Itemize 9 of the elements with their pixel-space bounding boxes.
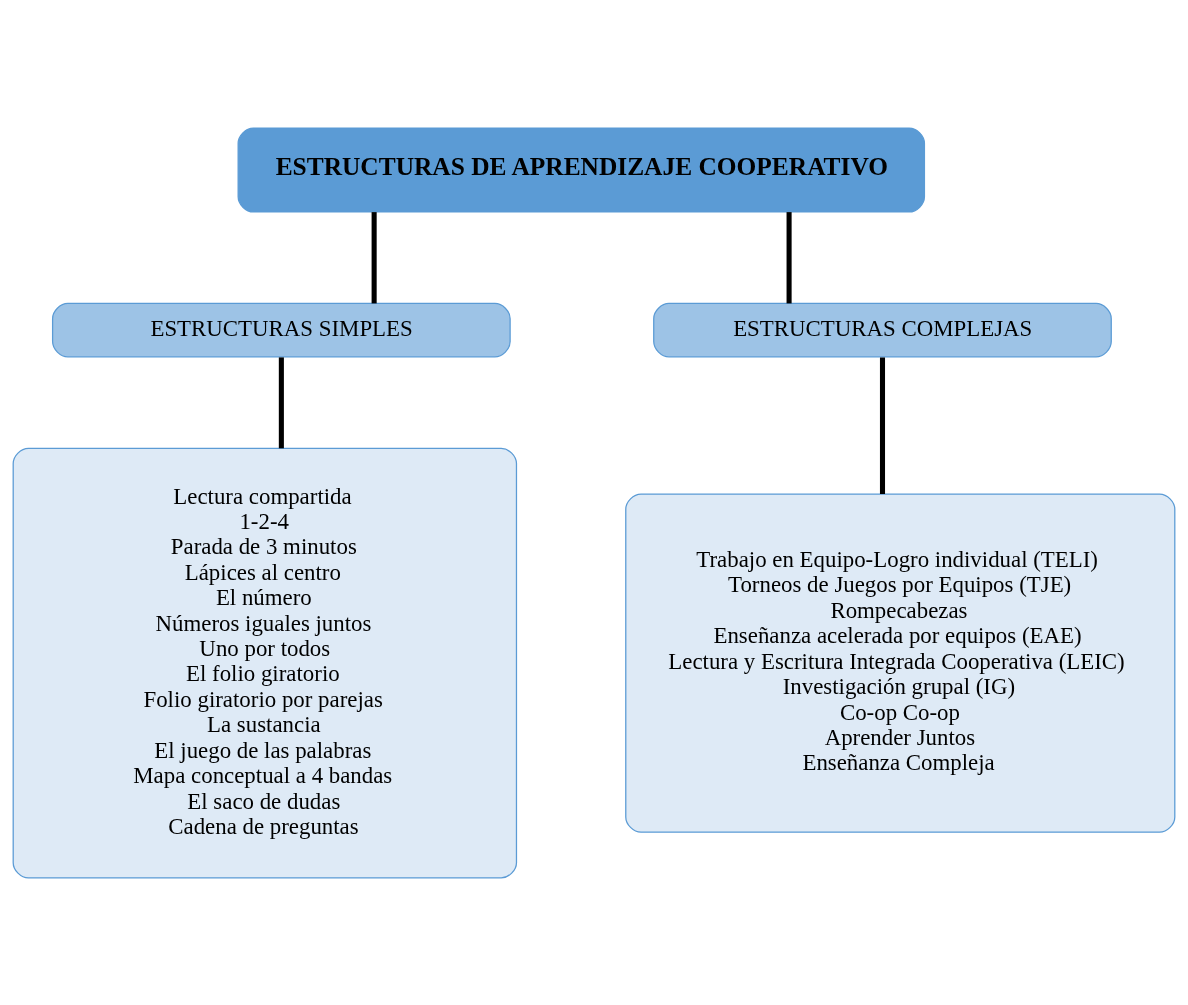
connector [879,356,886,494]
connector [278,356,284,448]
node-box: ESTRUCTURAS DE APRENDIZAJE COOPERATIVO [237,126,926,213]
connector [786,211,792,303]
node-box: ESTRUCTURAS SIMPLES [51,302,511,357]
node-box: Trabajo en Equipo-Logro individual (TELI) Torneos de Juegos por Equipos (TJE) Rompecabezas Enseñanza acelerada por equipos (EAE) Lectura y Escritura Integrada Cooperativa (LEIC) Investigación grupal (IG) Co-op Co-op Aprender Juntos Enseñanza Compleja [625,492,1176,833]
node-box: Lectura compartida 1-2-4 Parada de 3 minutos Lápices al centro El número Números iguales juntos Uno por todos El folio giratorio Folio giratorio por parejas La sustancia El juego de las palabras Mapa conceptual a 4 bandas El saco de dudas Cadena de preguntas [12,447,518,879]
node-box: ESTRUCTURAS COMPLEJAS [653,302,1112,357]
connector [371,211,377,303]
